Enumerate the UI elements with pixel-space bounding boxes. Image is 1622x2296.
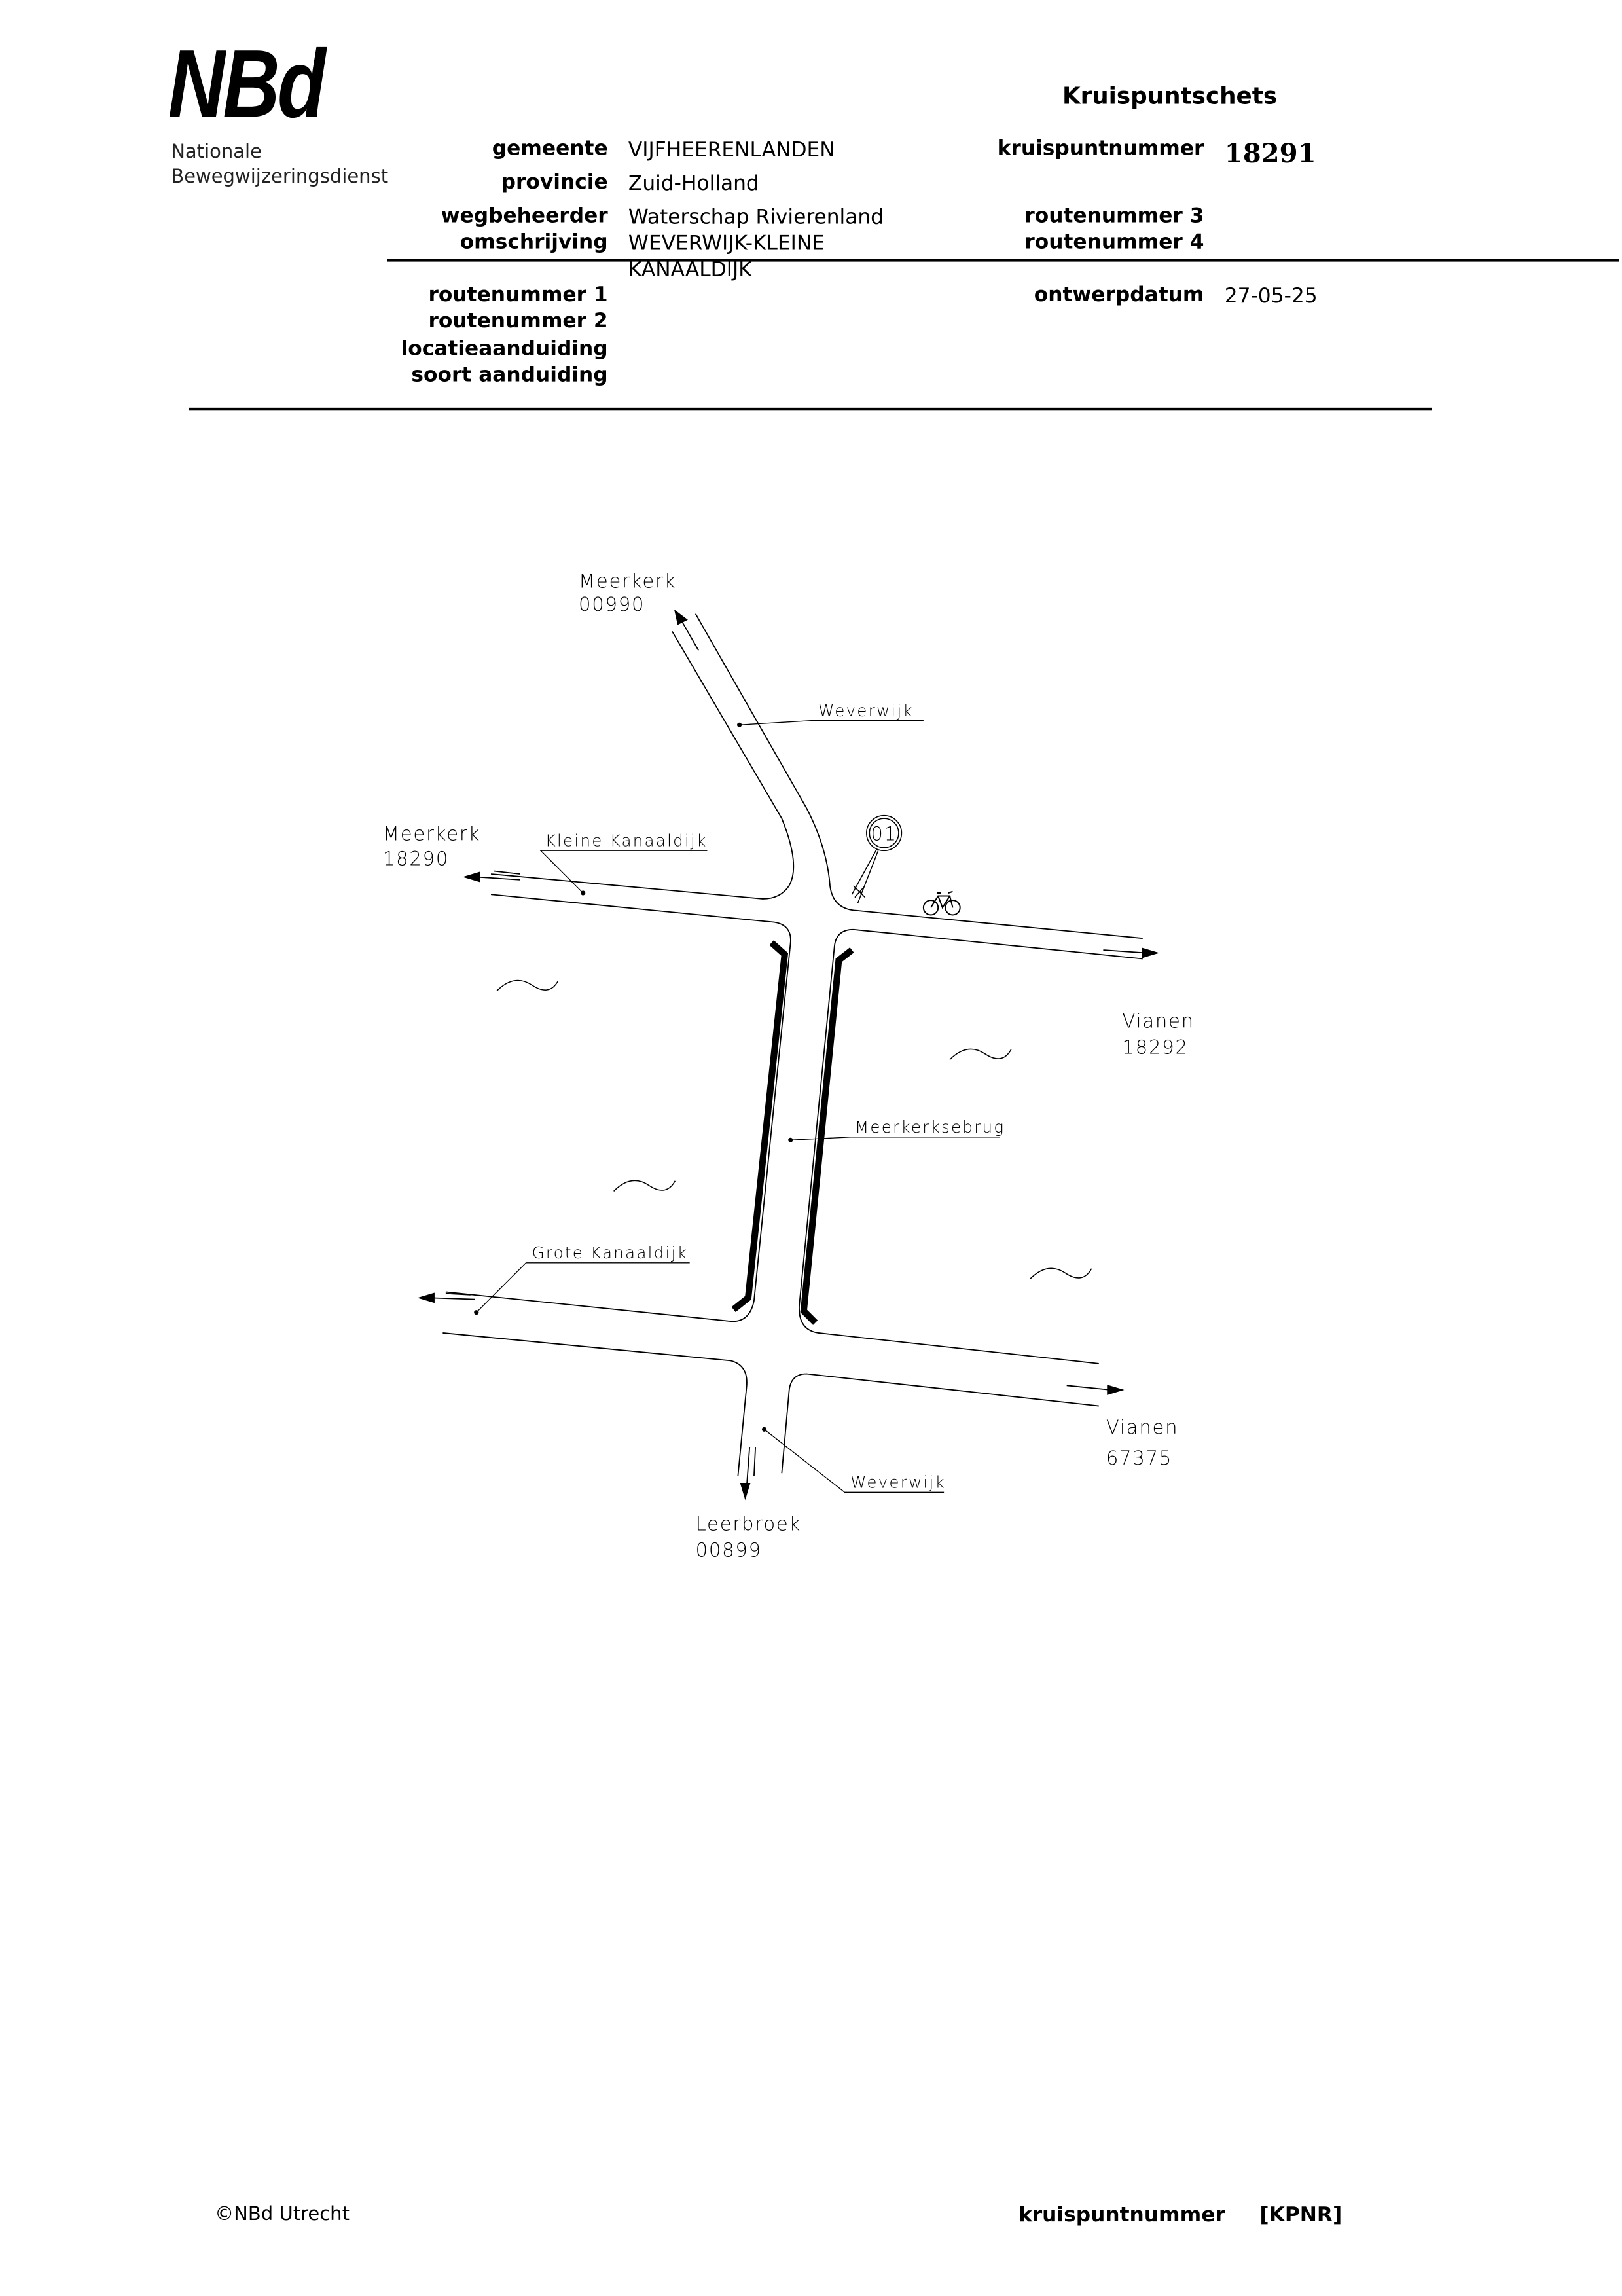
arrow-north-icon (674, 609, 688, 625)
destination-vianen-south-number: 67375 (1106, 1447, 1172, 1469)
road-label-meerkerksebrug: Meerkerksebrug (855, 1118, 1005, 1137)
label-routenummer-1: routenummer 1 (428, 283, 608, 307)
direction-arrows (417, 609, 1160, 1501)
road-label-kleine-kanaaldijk: Kleine Kanaaldijk (545, 831, 708, 850)
footer-kruispuntnummer-label: kruispuntnummer (1018, 2204, 1225, 2228)
destination-vianen-north: Vianen (1122, 1010, 1194, 1032)
destination-vianen-north-number: 18292 (1122, 1036, 1188, 1059)
weverwijk-north-right-edge (694, 613, 1143, 939)
water-wave-icon (949, 1048, 1012, 1061)
header-divider (387, 259, 1619, 261)
label-ontwerpdatum: ontwerpdatum (1034, 283, 1204, 307)
water-wave-icon (613, 1180, 676, 1192)
value-kruispuntnummer: 18291 (1224, 139, 1316, 170)
road-label-grote-kanaaldijk: Grote Kanaaldijk (532, 1243, 688, 1262)
value-wegbeheerder: Waterschap Rivierenland (628, 206, 884, 230)
header-bottom-divider (188, 407, 1432, 410)
label-leaders (474, 720, 1000, 1493)
bridge-railings (731, 940, 854, 1325)
footer-kruispuntnummer-value: [KPNR] (1259, 2204, 1343, 2228)
nbd-logo: NBd (168, 29, 326, 137)
value-gemeente: VIJFHEERENLANDEN (628, 139, 835, 162)
document-title: Kruispuntschets (1062, 82, 1278, 110)
org-name-line1: Nationale (171, 141, 262, 164)
destination-vianen-south: Vianen (1106, 1416, 1178, 1438)
weverwijk-north-left-edge (491, 630, 795, 900)
org-name-line2: Bewegwijzeringsdienst (171, 166, 389, 189)
destination-meerkerk-west-number: 18290 (383, 848, 449, 870)
bicycle-icon (922, 890, 961, 916)
road-edges (442, 613, 1143, 1476)
label-kruispuntnummer: kruispuntnummer (997, 137, 1204, 161)
kleine-kanaaldijk-south-edge (445, 894, 791, 1322)
label-locatieaanduiding: locatieaanduiding (401, 337, 608, 361)
grote-kanaaldijk-south-edge (442, 1332, 748, 1476)
bridge-railing-left (731, 940, 789, 1313)
label-routenummer-3: routenummer 3 (1024, 204, 1204, 228)
label-omschrijving: omschrijving (460, 230, 608, 255)
arrow-east-lower-icon (1107, 1385, 1125, 1395)
water-wave-icon (1030, 1267, 1092, 1279)
destination-leerbroek: Leerbroek (696, 1512, 801, 1535)
value-omschrijving-line2: KANAALDIJK (628, 259, 752, 282)
arrow-west-icon (462, 871, 480, 883)
label-soort-aanduiding: soort aanduiding (411, 363, 608, 388)
destination-leerbroek-number: 00899 (696, 1539, 762, 1561)
value-provincie: Zuid-Holland (628, 172, 759, 196)
road-label-weverwijk-north: Weverwijk (818, 701, 914, 720)
label-routenummer-4: routenummer 4 (1024, 230, 1204, 255)
water-wave-icon (496, 979, 559, 992)
sign-marker (851, 814, 903, 903)
arrow-west-lower-icon (417, 1292, 435, 1303)
value-ontwerpdatum: 27-05-25 (1224, 285, 1318, 309)
vianen-south-north-edge (781, 1373, 1099, 1474)
destination-meerkerk-north-number: 00990 (579, 593, 645, 615)
destination-meerkerk-north: Meerkerk (579, 570, 676, 592)
road-label-weverwijk-south: Weverwijk (850, 1473, 946, 1492)
vianen-north-south-edge (799, 928, 1143, 1364)
arrow-east-icon (1142, 947, 1160, 958)
label-wegbeheerder: wegbeheerder (441, 204, 608, 228)
label-routenummer-2: routenummer 2 (428, 310, 608, 333)
value-omschrijving: WEVERWIJK-KLEINE (628, 232, 825, 256)
footer-copyright: ©NBd Utrecht (215, 2204, 350, 2226)
label-provincie: provincie (501, 171, 608, 194)
label-gemeente: gemeente (492, 137, 608, 161)
sign-marker-label: 01 (871, 823, 897, 845)
bridge-railing-right (800, 947, 854, 1325)
destination-meerkerk-west: Meerkerk (383, 823, 480, 845)
water-wave-icons (496, 979, 1092, 1279)
arrow-south-icon (740, 1482, 751, 1501)
